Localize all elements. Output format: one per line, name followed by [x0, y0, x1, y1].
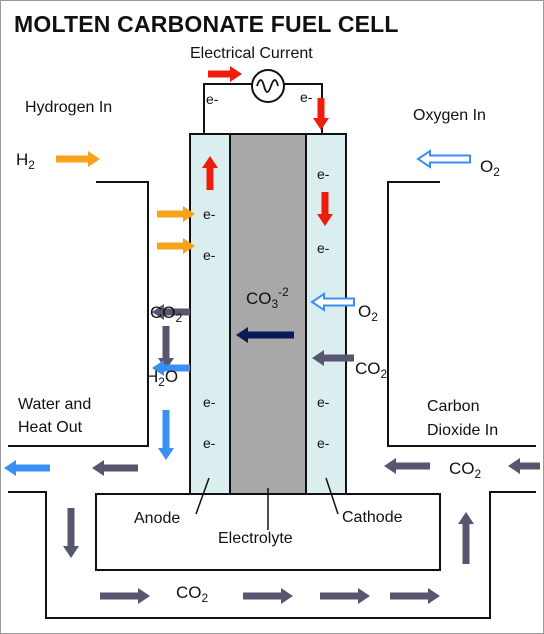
hydrogen-formula: H2 [16, 150, 35, 172]
electron-arrow-down-cathode [317, 192, 333, 226]
hydrogen-in-arrow [56, 151, 100, 167]
oxygen-in-arrow [416, 149, 471, 169]
circuit-wire [203, 83, 252, 134]
water-arrow [152, 360, 190, 376]
carbon-dioxide-label-2: Dioxide In [427, 422, 499, 439]
co2-formula-anode: CO2 [150, 303, 183, 325]
electron-anode-4: e- [203, 435, 216, 451]
electrolyte-layer [229, 133, 307, 495]
electrolyte-label: Electrolyte [218, 530, 293, 547]
loop-right-arrow-3 [320, 588, 370, 604]
cathode-leader [325, 477, 339, 515]
water-down-arrow [158, 410, 174, 460]
anode-leader [195, 477, 210, 515]
carbonate-ion-arrow [236, 327, 294, 343]
right-channel-wall [387, 181, 536, 447]
co2-inlet-arrow [384, 458, 430, 474]
hydrogen-arrow-2 [157, 238, 195, 254]
oxygen-formula-cathode: O2 [358, 302, 378, 324]
current-arrow-top [208, 66, 242, 82]
electron-anode-2: e- [203, 247, 216, 263]
water-out-arrow [4, 460, 50, 476]
load-symbol [251, 69, 285, 103]
co2-formula-cathode: CO2 [355, 359, 388, 381]
electron-wire-right: e- [300, 89, 313, 105]
loop-down-arrow [63, 508, 79, 558]
loop-right-arrow-2 [243, 588, 293, 604]
hydrogen-in-label: Hydrogen In [25, 99, 113, 116]
loop-right-arrow-4 [390, 588, 440, 604]
carbonate-ion-formula: CO3-2 [246, 285, 289, 311]
outer-loop-wall [8, 491, 536, 619]
electron-cathode-1: e- [317, 166, 330, 182]
loop-up-arrow [458, 512, 474, 564]
loop-right-arrow-1 [100, 588, 150, 604]
electron-cathode-4: e- [317, 435, 330, 451]
carbon-dioxide-label-1: Carbon [427, 398, 480, 415]
hydrogen-arrow-1 [157, 206, 195, 222]
co2-anode-arrow [152, 304, 190, 320]
diagram-title: MOLTEN CARBONATE FUEL CELL [14, 11, 399, 37]
water-heat-label-2: Heat Out [18, 419, 83, 436]
co2-formula-bottom: CO2 [176, 583, 209, 605]
co2-inlet-arrow-2 [508, 458, 540, 474]
co2-formula-inlet: CO2 [449, 459, 482, 481]
left-channel-wall [8, 181, 149, 447]
cathode-label: Cathode [342, 509, 403, 526]
electron-wire-left: e- [206, 91, 219, 107]
co2-cathode-arrow [312, 350, 354, 366]
water-formula: H2O [146, 367, 179, 389]
oxygen-formula-inlet: O2 [480, 157, 500, 179]
electron-cathode-2: e- [317, 240, 330, 256]
water-heat-label-1: Water and [18, 396, 92, 413]
co2-down-arrow [158, 326, 174, 370]
electron-anode-3: e- [203, 394, 216, 410]
electron-anode-1: e- [203, 206, 216, 222]
electron-arrow-up-anode [202, 156, 218, 190]
co2-loop-arrow-left [92, 460, 138, 476]
electrical-current-label: Electrical Current [190, 45, 313, 62]
anode-label: Anode [134, 510, 181, 527]
oxygen-in-label: Oxygen In [413, 107, 486, 124]
electron-cathode-3: e- [317, 394, 330, 410]
current-arrow-down [313, 98, 329, 130]
oxygen-cathode-arrow [310, 292, 355, 312]
flow-arrows [4, 66, 540, 604]
